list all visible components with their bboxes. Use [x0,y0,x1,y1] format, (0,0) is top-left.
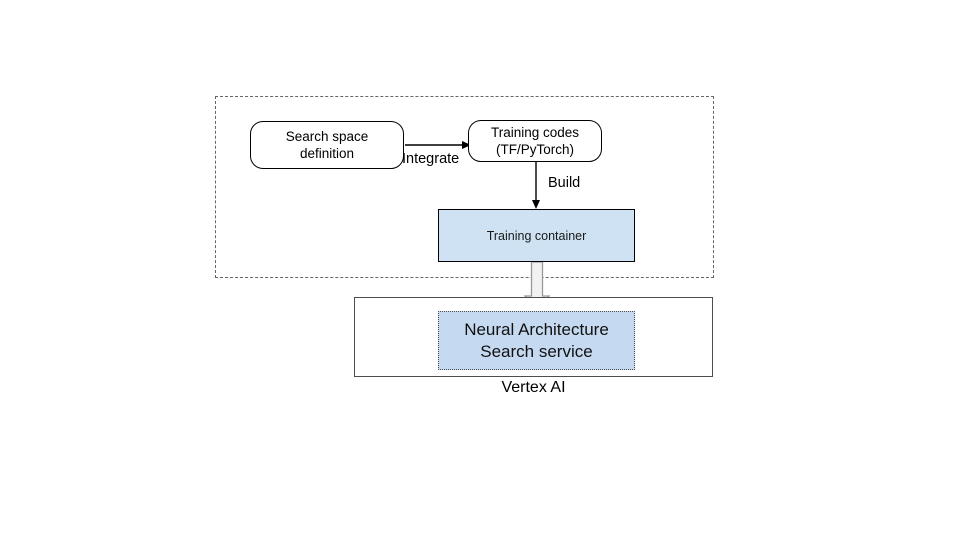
vertex-ai-caption: Vertex AI [501,379,566,396]
node-label-line-2: (TF/PyTorch) [495,142,574,157]
node-label: Training codes (TF/PyTorch) [491,124,579,158]
edge-label-integrate: Integrate [402,151,460,167]
node-label: Training container [486,228,587,243]
node-label: Search space definition [286,128,369,162]
node-label: Neural Architecture Search service [464,319,609,363]
node-label-line-1: Training codes [490,125,580,140]
node-neural-architecture-search-service[interactable]: Neural Architecture Search service [438,311,635,370]
edge-label-build: Build [548,175,581,191]
node-training-codes[interactable]: Training codes (TF/PyTorch) [468,120,602,162]
node-label-line-1: Search space [285,129,369,144]
node-search-space-definition[interactable]: Search space definition [250,121,404,169]
node-label-line-2: definition [299,146,355,161]
node-training-container[interactable]: Training container [438,209,635,262]
node-label-line-2: Search service [480,341,593,361]
build-phase-group [215,96,714,278]
node-label-line-1: Neural Architecture [464,319,609,339]
